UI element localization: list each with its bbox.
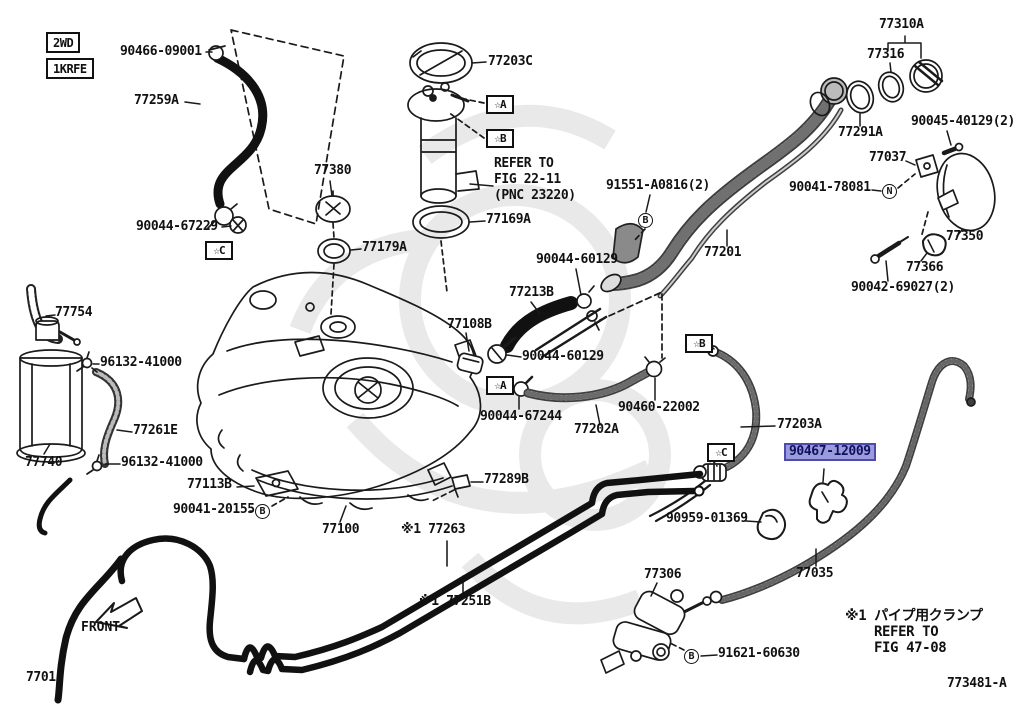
watermark	[289, 104, 671, 625]
symbol-box-b: ☆B	[685, 334, 713, 353]
pipe-clamp-note-line: FIG 47-08	[874, 640, 947, 656]
part-label-77201[interactable]: 77201	[704, 245, 742, 260]
part-label-77310a[interactable]: 77310A	[879, 17, 924, 32]
part-label-90041-78081[interactable]: 90041-78081	[789, 180, 871, 195]
part-label-96132-41000[interactable]: 96132-41000	[121, 455, 203, 470]
pump-refer-note-line: FIG 22-11	[494, 172, 561, 187]
circle-marker-b: B	[638, 213, 653, 228]
part-label-91551-a0816-2[interactable]: 91551-A0816(2)	[606, 178, 710, 193]
part-label-77740[interactable]: 77740	[25, 455, 63, 470]
pipe-clamp-note-line: ※1 パイプ用クランプ	[845, 608, 983, 624]
circle-marker-b: B	[255, 504, 270, 519]
fuel-pump-assembly-group	[407, 42, 494, 293]
figure-code: 773481-A	[947, 676, 1007, 691]
part-label-96132-41000[interactable]: 96132-41000	[100, 355, 182, 370]
part-label-77179a[interactable]: 77179A	[362, 240, 407, 255]
part-label-90466-09001[interactable]: 90466-09001	[120, 44, 202, 59]
part-label-77037[interactable]: 77037	[869, 150, 907, 165]
part-label-77203c[interactable]: 77203C	[488, 54, 533, 69]
symbol-box-b: ☆B	[486, 129, 514, 148]
part-label-90959-01369[interactable]: 90959-01369	[666, 511, 748, 526]
pump-refer-note-line: REFER TO	[494, 156, 554, 171]
part-label-77291a[interactable]: 77291A	[838, 125, 883, 140]
variant-tag-1krfe: 1KRFE	[46, 58, 94, 79]
part-label-90044-67229[interactable]: 90044-67229	[136, 219, 218, 234]
part-label-1-77263[interactable]: ※1 77263	[401, 522, 466, 537]
part-label-77366[interactable]: 77366	[906, 260, 944, 275]
part-label-90467-12009[interactable]: 90467-12009	[784, 443, 876, 461]
center-hoses-group	[456, 268, 666, 426]
part-label-90044-60129[interactable]: 90044-60129	[536, 252, 618, 267]
tank-cap-77380-group	[315, 180, 362, 315]
part-label-90044-67244[interactable]: 90044-67244	[480, 409, 562, 424]
canister-77740-group	[16, 289, 133, 536]
part-label-77202a[interactable]: 77202A	[574, 422, 619, 437]
part-label-77169a[interactable]: 77169A	[486, 212, 531, 227]
part-label-90042-69027-2[interactable]: 90042-69027(2)	[851, 280, 955, 295]
part-label-90460-22002[interactable]: 90460-22002	[618, 400, 700, 415]
part-label-77259a[interactable]: 77259A	[134, 93, 179, 108]
filler-pipe-77201-group	[600, 35, 996, 296]
front-indicator-label: FRONT	[81, 620, 121, 635]
part-label-77113b[interactable]: 77113B	[187, 477, 232, 492]
page-code: 7701	[26, 670, 56, 685]
symbol-box-c: ☆C	[707, 443, 735, 462]
pipe-clamp-note: ※1 パイプ用クランプ REFER TO FIG 47-08	[845, 608, 983, 656]
part-label-1-77251b[interactable]: ※1 77251B	[419, 594, 491, 609]
symbol-box-a: ☆A	[486, 376, 514, 395]
part-label-77380[interactable]: 77380	[314, 163, 352, 178]
vent-hose-77259A-group	[184, 45, 268, 234]
variant-tag-2wd: 2WD	[46, 32, 81, 53]
part-label-77108b[interactable]: 77108B	[447, 317, 492, 332]
circle-marker-n: N	[882, 184, 897, 199]
right-pipes-group	[648, 342, 976, 614]
part-label-77350[interactable]: 77350	[946, 229, 984, 244]
part-label-77035[interactable]: 77035	[796, 566, 834, 581]
part-label-77100[interactable]: 77100	[322, 522, 360, 537]
part-label-90045-40129-2[interactable]: 90045-40129(2)	[911, 114, 1015, 129]
pump-refer-note: REFER TO FIG 22-11 (PNC 23220)	[494, 156, 576, 204]
part-label-77754[interactable]: 77754	[55, 305, 93, 320]
pipe-clamp-note-line: REFER TO	[874, 624, 939, 640]
front-arrow	[95, 597, 143, 629]
pump-refer-note-line: (PNC 23220)	[494, 188, 576, 203]
part-label-90041-20155[interactable]: 90041-20155	[173, 502, 255, 517]
part-label-77213b[interactable]: 77213B	[509, 285, 554, 300]
long-fuel-pipes-group	[54, 470, 705, 704]
part-label-91621-60630[interactable]: 91621-60630	[718, 646, 800, 661]
symbol-box-c: ☆C	[205, 241, 233, 260]
part-label-77289b[interactable]: 77289B	[484, 472, 529, 487]
symbol-box-a: ☆A	[486, 95, 514, 114]
part-label-77203a[interactable]: 77203A	[777, 417, 822, 432]
part-label-77316[interactable]: 77316	[867, 47, 905, 62]
part-label-77306[interactable]: 77306	[644, 567, 682, 582]
circle-marker-b: B	[684, 649, 699, 664]
part-label-90044-60129[interactable]: 90044-60129	[522, 349, 604, 364]
part-label-77261e[interactable]: 77261E	[133, 423, 178, 438]
fuel-tank-77100-group	[196, 271, 484, 523]
pump-77306-group	[600, 582, 718, 674]
